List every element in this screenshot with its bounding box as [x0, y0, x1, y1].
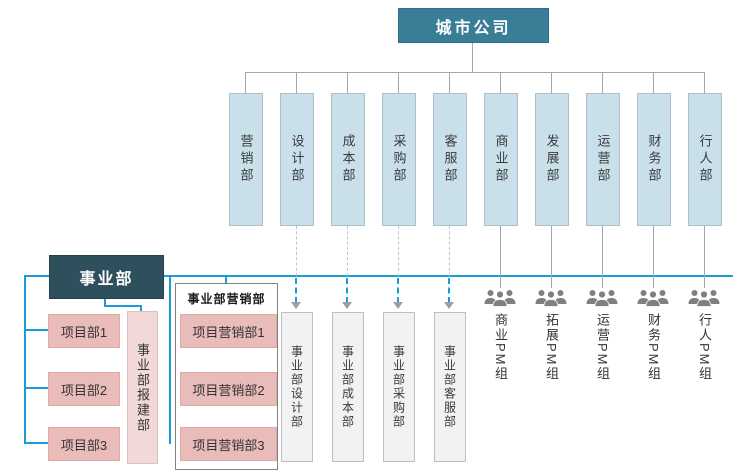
pm-group-label: 行人PM组: [697, 313, 712, 382]
connector-line: [653, 226, 654, 288]
connector-line: [347, 72, 348, 93]
connector-line: [704, 226, 705, 288]
connector-line: [500, 72, 501, 93]
division-box-label: 事业部: [79, 271, 134, 288]
functional-dept-box: 事业部采购部: [383, 312, 415, 462]
connector-line: [225, 277, 227, 283]
connector-line: [551, 226, 552, 288]
connector-line: [104, 297, 106, 307]
pm-group-label: 运营PM组: [595, 313, 610, 382]
dashed-line: [296, 226, 297, 276]
department-box: 财务部: [637, 93, 671, 226]
pm-group-label: 财务PM组: [646, 313, 661, 382]
department-box: 采购部: [382, 93, 416, 226]
department-box: 发展部: [535, 93, 569, 226]
root-node: 城市公司: [398, 8, 549, 43]
connector-line: [398, 72, 399, 93]
dashed-line: [397, 278, 399, 303]
department-box: 商业部: [484, 93, 518, 226]
root-node-label: 城市公司: [435, 19, 512, 37]
division-box: 事业部: [49, 255, 164, 299]
connector-line: [602, 226, 603, 288]
connector-line: [169, 277, 171, 444]
connector-line: [245, 72, 246, 93]
pm-group-label: 商业PM组: [493, 313, 508, 382]
people-group-icon: [688, 290, 720, 307]
pm-group-label: 拓展PM组: [544, 313, 559, 382]
dashed-line: [346, 278, 348, 303]
connector-line: [551, 72, 552, 93]
people-group-icon: [484, 290, 516, 307]
connector-line: [24, 442, 50, 444]
connector-line: [140, 305, 142, 312]
dashed-line: [347, 226, 348, 276]
marketing-group-title: 事业部营销部: [187, 292, 266, 306]
connector-line: [245, 72, 705, 73]
arrow-down-icon: [393, 302, 403, 309]
connector-line: [24, 387, 50, 389]
arrow-down-icon: [291, 302, 301, 309]
department-box: 成本部: [331, 93, 365, 226]
dashed-line: [449, 226, 450, 276]
connector-line: [449, 72, 450, 93]
connector-line: [104, 305, 142, 307]
dashed-line: [448, 278, 450, 303]
department-box: 行人部: [688, 93, 722, 226]
division-main-line: [25, 275, 733, 277]
connector-line: [24, 275, 26, 444]
project-dept-box: 项目部3: [48, 427, 120, 461]
people-group-icon: [586, 290, 618, 307]
department-box: 营销部: [229, 93, 263, 226]
arrow-down-icon: [444, 302, 454, 309]
people-group-icon: [637, 290, 669, 307]
people-group-icon: [535, 290, 567, 307]
dashed-line: [398, 226, 399, 276]
connector-line: [472, 41, 473, 72]
project-marketing-dept-box: 项目营销部2: [180, 372, 277, 406]
arrow-down-icon: [342, 302, 352, 309]
department-box: 客服部: [433, 93, 467, 226]
connector-line: [296, 72, 297, 93]
project-dept-box: 项目部2: [48, 372, 120, 406]
functional-dept-box: 事业部设计部: [281, 312, 313, 462]
functional-dept-box: 事业部客服部: [434, 312, 466, 462]
construction-dept-box: 事业部报建部: [127, 311, 158, 464]
functional-dept-box: 事业部成本部: [332, 312, 364, 462]
department-box: 运营部: [586, 93, 620, 226]
project-marketing-dept-box: 项目营销部3: [180, 427, 277, 461]
dashed-line: [295, 278, 297, 303]
connector-line: [704, 72, 705, 93]
connector-line: [24, 329, 50, 331]
project-marketing-dept-box: 项目营销部1: [180, 314, 277, 348]
connector-line: [653, 72, 654, 93]
connector-line: [500, 226, 501, 288]
department-box: 设计部: [280, 93, 314, 226]
connector-line: [602, 72, 603, 93]
project-dept-box: 项目部1: [48, 314, 120, 348]
